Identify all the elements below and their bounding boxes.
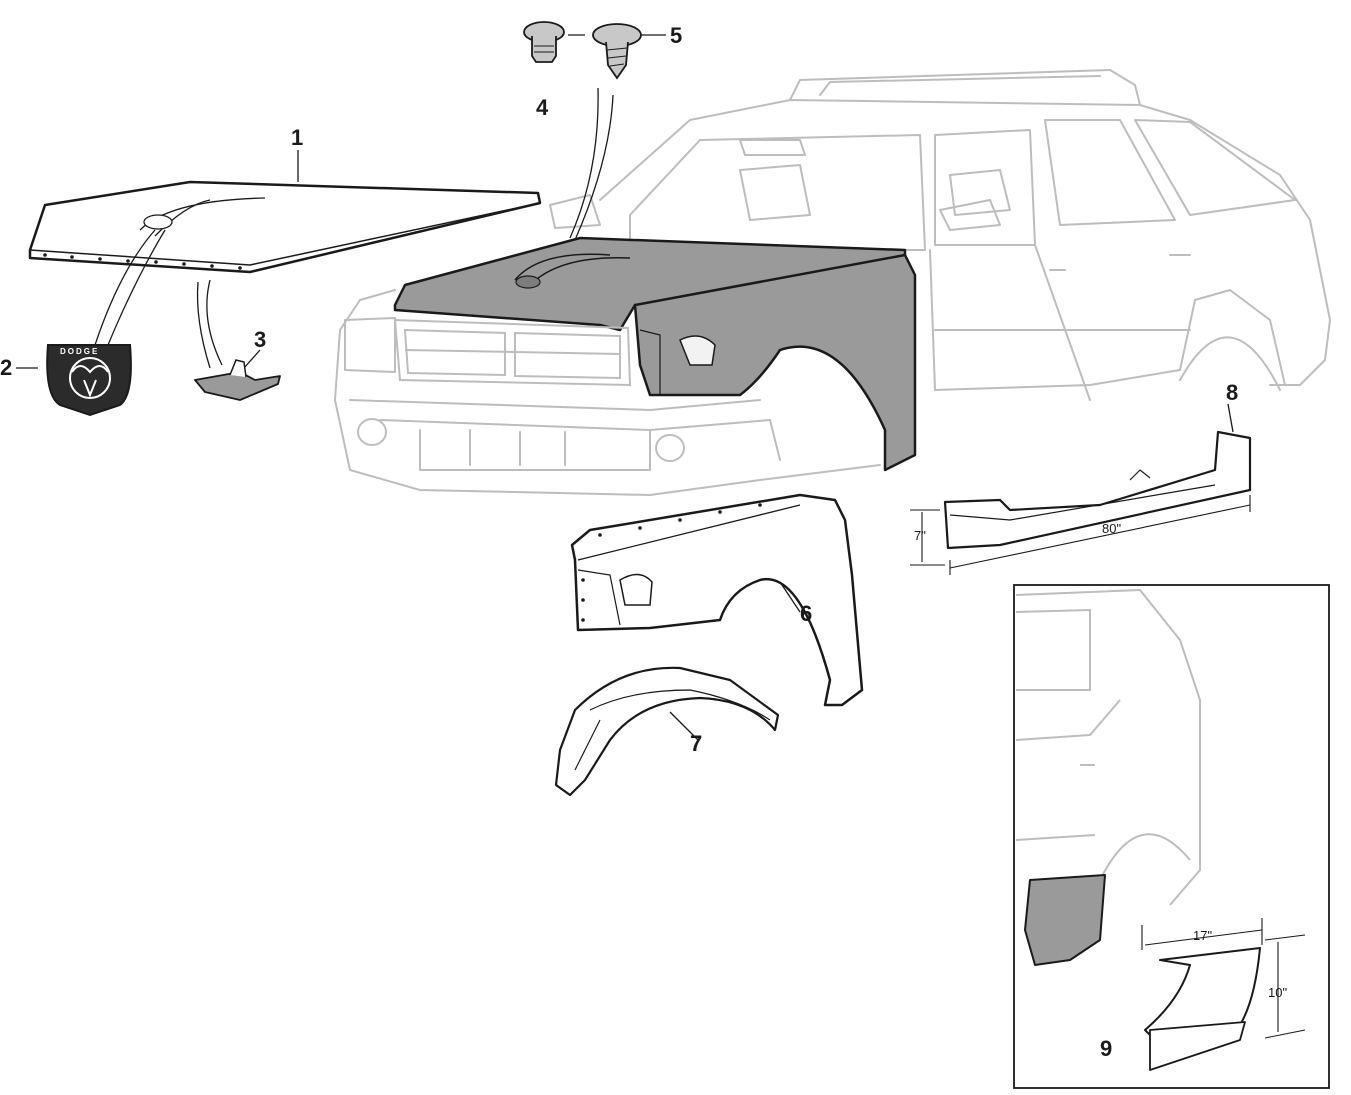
ghost-vehicle: [334, 69, 1331, 496]
emblem-part: [46, 344, 132, 417]
callout-7: 7: [690, 731, 703, 756]
rocker-height-label: 7": [914, 528, 926, 543]
vehicle-fender-highlight: [633, 253, 917, 472]
callout-5: 5: [670, 23, 683, 48]
leader-lines: [16, 34, 1234, 1049]
patch-height-label: 10": [1268, 985, 1288, 1000]
fender-part: [570, 493, 864, 707]
hood-clip-part: [194, 359, 281, 401]
emblem-lettering: DODGE: [60, 347, 100, 356]
patch-dimension-lines: [1141, 918, 1306, 1039]
hood-part: [28, 180, 542, 274]
callout-2: 2: [0, 355, 13, 380]
rocker-panel-part: [943, 430, 1252, 550]
screw-clip-part: [592, 23, 642, 80]
push-pin-part: [523, 21, 565, 63]
quarter-patch-part: [1144, 947, 1261, 1071]
callout-9: 9: [1100, 1036, 1113, 1061]
callout-3: 3: [254, 327, 267, 352]
rocker-length-label: 80": [1102, 521, 1122, 536]
patch-width-label: 17": [1193, 928, 1213, 943]
callout-8: 8: [1226, 380, 1239, 405]
callout-6: 6: [800, 601, 813, 626]
fender-liner-part: [554, 666, 780, 797]
callout-1: 1: [291, 125, 304, 150]
rocker-dimension-lines: [910, 495, 1251, 575]
callout-4: 4: [536, 95, 549, 120]
vehicle-grille: [393, 318, 632, 387]
